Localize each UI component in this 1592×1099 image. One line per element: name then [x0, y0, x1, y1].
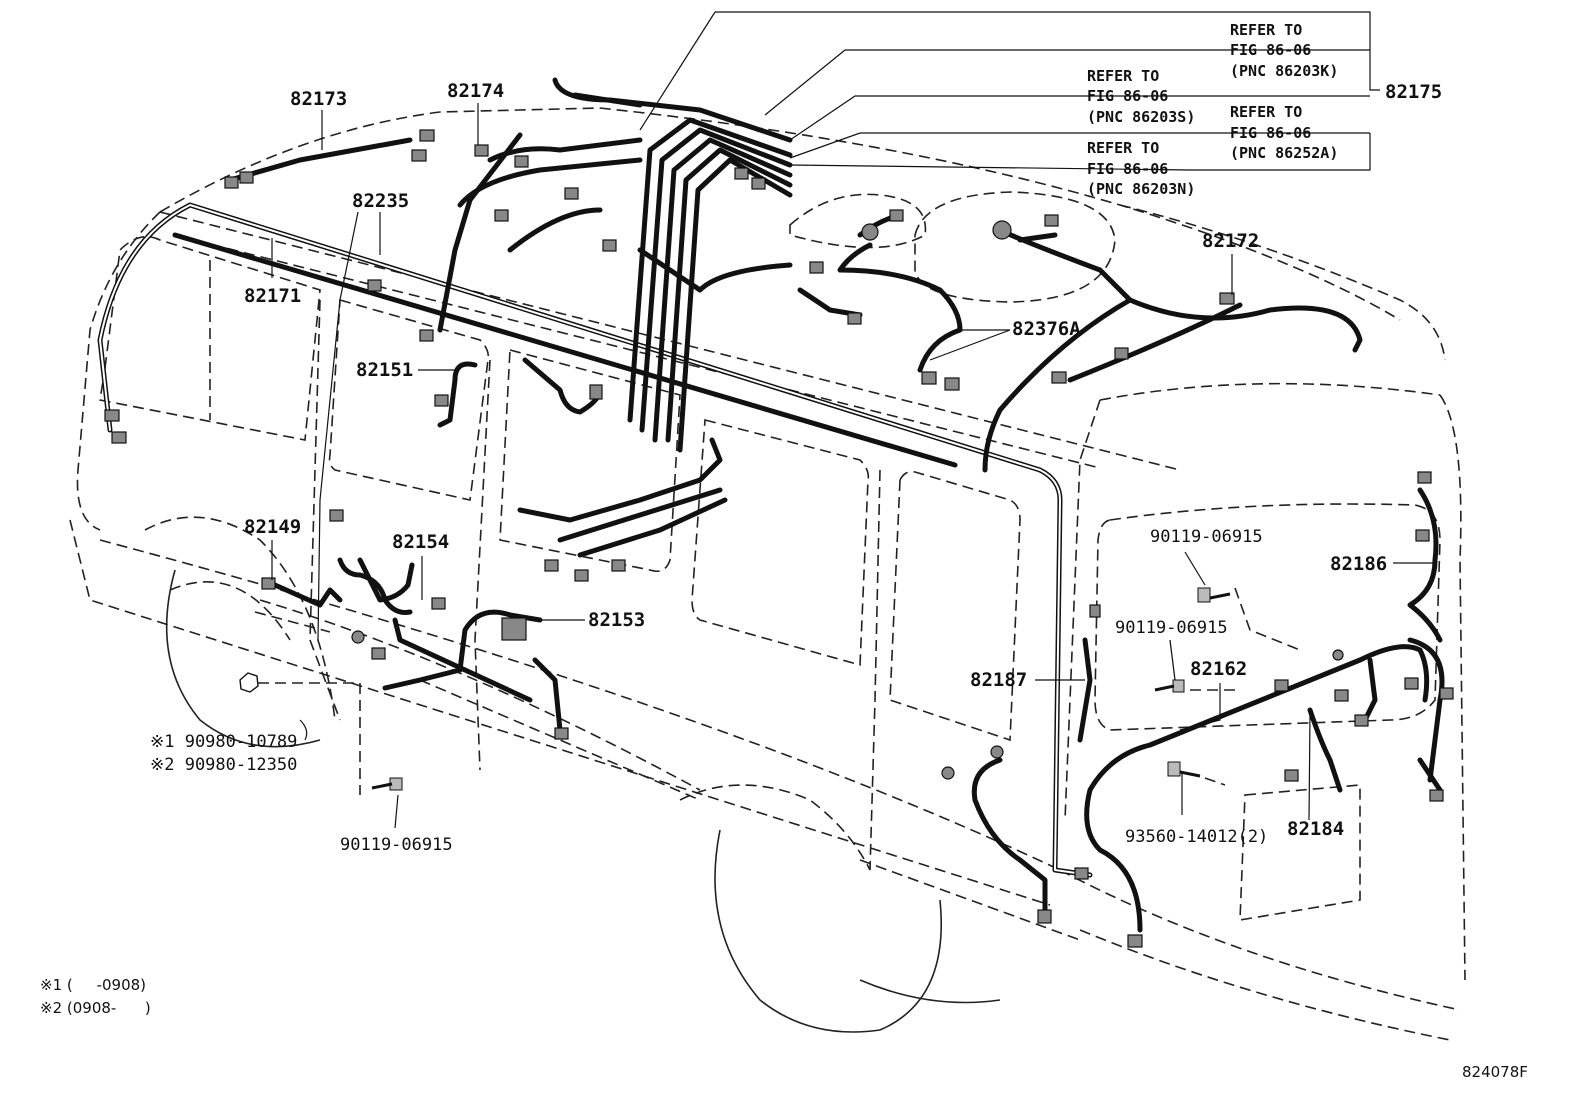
- bolt-icon-left: [371, 777, 403, 791]
- ref-d-line1: REFER TO: [1087, 139, 1159, 157]
- label-grommet-2: ※2 90980-12350: [150, 755, 297, 775]
- ref-a-line3: (PNC 86203K): [1230, 62, 1338, 80]
- label-82376a: 82376A: [1012, 318, 1081, 340]
- label-82172: 82172: [1202, 230, 1259, 252]
- label-82187: 82187: [970, 669, 1027, 691]
- label-82171: 82171: [244, 285, 301, 307]
- note-2: ※2 (0908- ): [40, 999, 151, 1017]
- ref-a-line2: FIG 86-06: [1230, 41, 1311, 59]
- part-labels: 82173 82174 82175 82235 82171 82172 8237…: [244, 80, 1442, 840]
- ref-b-line3: (PNC 86203S): [1087, 108, 1195, 126]
- notes: ※1 ( -0908) ※2 (0908- ) 824078F: [40, 976, 1528, 1081]
- reference-labels: REFER TO FIG 86-06 (PNC 86203K) REFER TO…: [1087, 21, 1338, 198]
- label-82173: 82173: [290, 88, 347, 110]
- label-82175: 82175: [1385, 81, 1442, 103]
- label-82149: 82149: [244, 516, 301, 538]
- label-82154: 82154: [392, 531, 449, 553]
- note-1: ※1 ( -0908): [40, 976, 146, 994]
- label-82184: 82184: [1287, 818, 1344, 840]
- bolt-icon-right-upper: [1197, 587, 1231, 603]
- label-82174: 82174: [447, 80, 504, 102]
- label-grommet-1: ※1 90980-10789: [150, 732, 297, 752]
- connectors: [104, 129, 1454, 948]
- wire-harnesses: [97, 77, 1445, 933]
- label-bolt-right-upper: 90119-06915: [1150, 527, 1263, 547]
- bolt-icon-right-mid: [1154, 679, 1185, 693]
- van-body-outline: [69, 107, 1466, 1041]
- ref-c-line3: (PNC 86252A): [1230, 144, 1338, 162]
- label-82235: 82235: [352, 190, 409, 212]
- grommet-icon: [239, 672, 259, 693]
- ref-d-line2: FIG 86-06: [1087, 160, 1168, 178]
- figure-id: 824078F: [1462, 1063, 1528, 1081]
- label-82186: 82186: [1330, 553, 1387, 575]
- bolt-icon-rear: [1167, 761, 1201, 778]
- ref-b-line1: REFER TO: [1087, 67, 1159, 85]
- label-82153: 82153: [588, 609, 645, 631]
- label-bolt-right-mid: 90119-06915: [1115, 618, 1228, 638]
- ref-c-line2: FIG 86-06: [1230, 124, 1311, 142]
- label-bolt-left-lower: 90119-06915: [340, 835, 453, 855]
- ref-c-line1: REFER TO: [1230, 103, 1302, 121]
- ref-b-line2: FIG 86-06: [1087, 87, 1168, 105]
- ref-a-line1: REFER TO: [1230, 21, 1302, 39]
- label-82162: 82162: [1190, 658, 1247, 680]
- label-bolt-rear: 93560-14012(2): [1125, 827, 1268, 847]
- leader-lines: [271, 11, 1433, 829]
- fastener-labels: 90119-06915 90119-06915 90119-06915 9356…: [150, 527, 1268, 855]
- ref-d-line3: (PNC 86203N): [1087, 180, 1195, 198]
- label-82151: 82151: [356, 359, 413, 381]
